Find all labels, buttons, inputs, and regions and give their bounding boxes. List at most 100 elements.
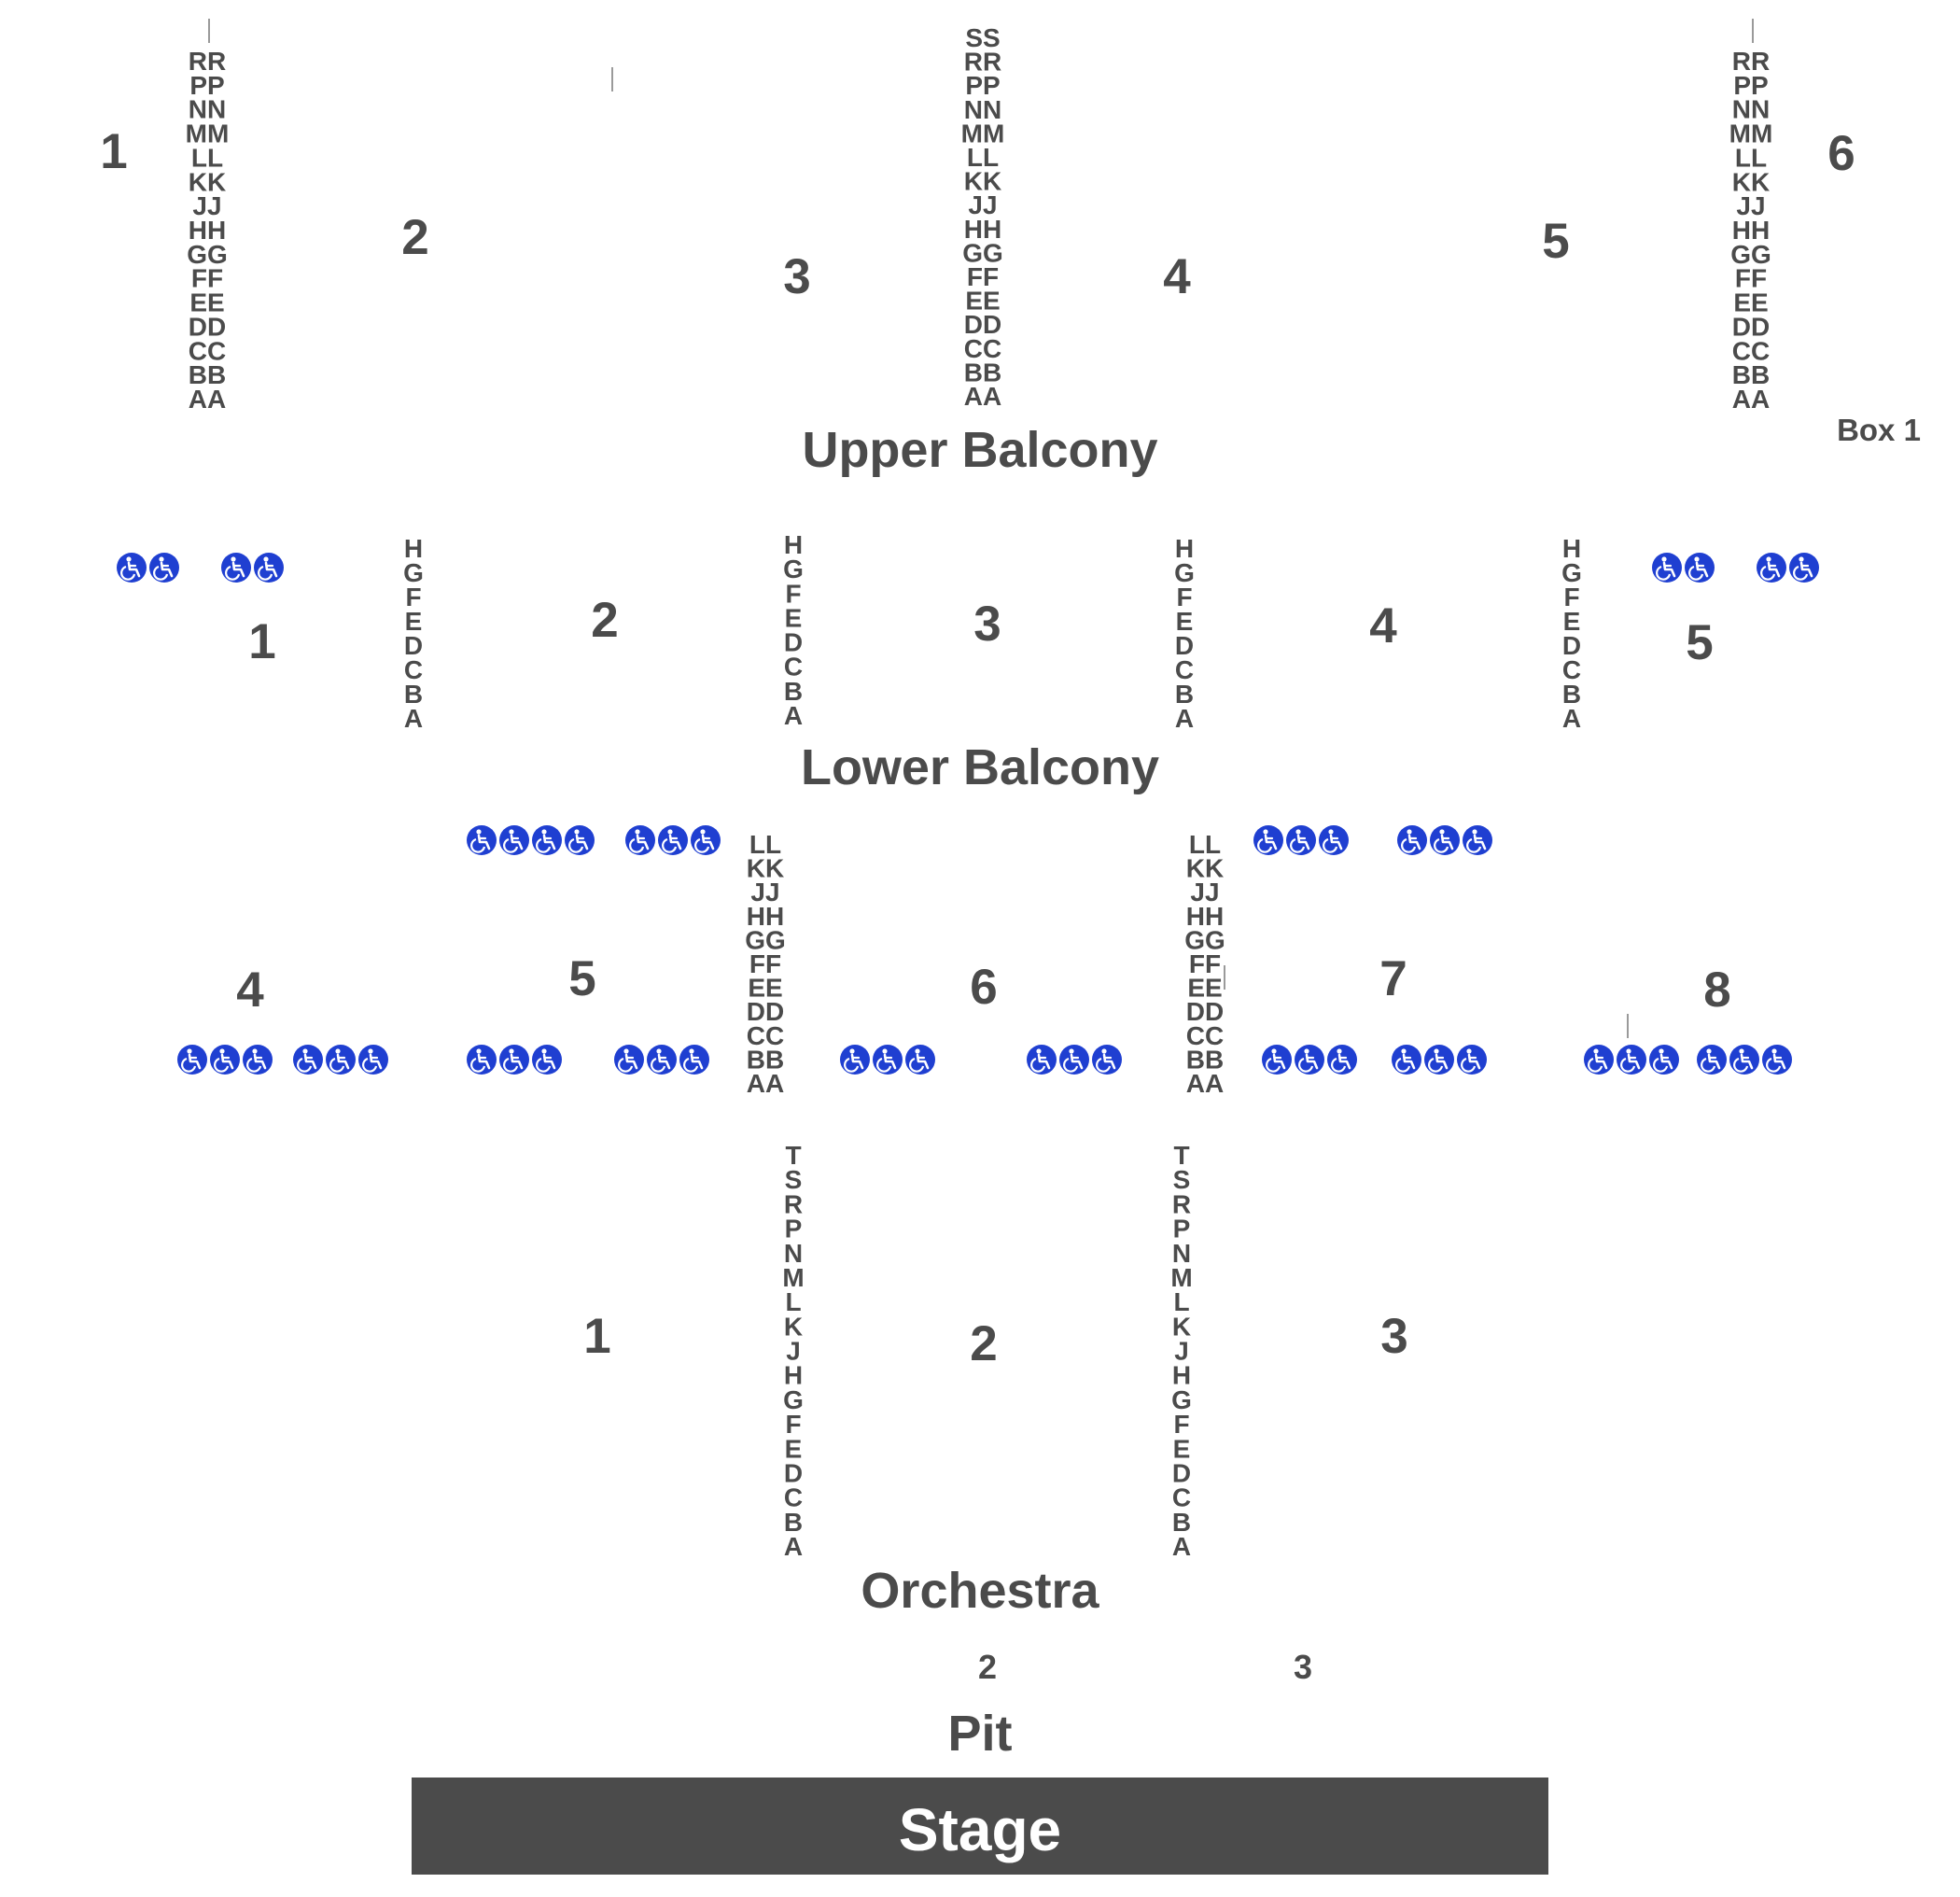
upper-section-2[interactable]: 2 (401, 210, 428, 265)
box-1-label[interactable]: Box 1 (1837, 413, 1921, 447)
wheelchair-icon[interactable] (499, 825, 529, 855)
upper-balcony-center-row-label: FF (967, 262, 999, 291)
lower-section-1[interactable]: 1 (248, 614, 275, 669)
orchestra-section-7[interactable]: 7 (1379, 951, 1407, 1006)
wheelchair-icon[interactable] (293, 1045, 323, 1075)
wheelchair-icon[interactable] (210, 1045, 240, 1075)
wheelchair-icon[interactable] (1286, 825, 1316, 855)
wheelchair-icon[interactable] (614, 1045, 644, 1075)
upper-section-6[interactable]: 6 (1827, 126, 1855, 181)
upper-balcony-right-row-label: LL (1735, 143, 1767, 172)
orchestra-lower-right-row-label: A (1172, 1532, 1191, 1561)
wheelchair-icon[interactable] (873, 1045, 903, 1075)
wheelchair-icon[interactable] (221, 553, 251, 583)
upper-balcony-center-row-label: AA (964, 382, 1001, 411)
upper-balcony-left-row-label: JJ (192, 191, 221, 220)
wheelchair-icon[interactable] (1584, 1045, 1614, 1075)
wheelchair-icon[interactable] (1092, 1045, 1122, 1075)
wheelchair-icon[interactable] (1262, 1045, 1292, 1075)
wheelchair-icon[interactable] (679, 1045, 709, 1075)
lower-balcony-4-row-label: C (1562, 655, 1581, 684)
orchestra-lower-right-row-label: T (1173, 1141, 1189, 1170)
orchestra-section-8[interactable]: 8 (1703, 963, 1730, 1018)
orchestra-section-6[interactable]: 6 (970, 960, 997, 1015)
orchestra-lower-right-row-label: S (1173, 1165, 1191, 1194)
wheelchair-icon[interactable] (1649, 1045, 1679, 1075)
orchestra-lower-right-row-label: L (1173, 1287, 1189, 1316)
wheelchair-icon[interactable] (117, 553, 147, 583)
wheelchair-icon[interactable] (532, 825, 562, 855)
lower-balcony-1-row-label: C (404, 655, 423, 684)
wheelchair-icon[interactable] (254, 553, 284, 583)
wheelchair-icon[interactable] (177, 1045, 207, 1075)
wheelchair-icon[interactable] (565, 825, 595, 855)
wheelchair-icon[interactable] (1430, 825, 1460, 855)
orchestra-section-3[interactable]: 3 (1380, 1309, 1407, 1364)
wheelchair-icon[interactable] (658, 825, 688, 855)
lower-balcony-4-row-label: H (1562, 534, 1581, 563)
wheelchair-icon[interactable] (1397, 825, 1427, 855)
upper-balcony-label: Upper Balcony (802, 422, 1157, 478)
lower-section-4[interactable]: 4 (1369, 598, 1397, 653)
wheelchair-icon[interactable] (467, 1045, 497, 1075)
wheelchair-icon[interactable] (1027, 1045, 1057, 1075)
orchestra-lower-left-row-label: J (786, 1337, 801, 1366)
lower-balcony-3-row-label: E (1176, 607, 1194, 636)
upper-balcony-left-row-label: PP (189, 71, 224, 100)
lower-balcony-4-row-label: G (1561, 558, 1582, 587)
orchestra-section-4[interactable]: 4 (236, 963, 264, 1018)
wheelchair-icon[interactable] (1424, 1045, 1454, 1075)
lower-balcony-3-row-label: A (1175, 704, 1194, 733)
wheelchair-icon[interactable] (467, 825, 497, 855)
upper-section-3[interactable]: 3 (783, 249, 810, 304)
orchestra-upper-left-row-label: CC (747, 1021, 784, 1050)
lower-section-5[interactable]: 5 (1686, 615, 1713, 670)
stage-block (412, 1778, 1548, 1875)
wheelchair-icon[interactable] (1757, 553, 1786, 583)
wheelchair-icon[interactable] (358, 1045, 388, 1075)
wheelchair-icon[interactable] (1652, 553, 1682, 583)
upper-section-5[interactable]: 5 (1542, 214, 1569, 269)
wheelchair-icon[interactable] (1685, 553, 1715, 583)
wheelchair-icon[interactable] (326, 1045, 356, 1075)
orchestra-section-2[interactable]: 2 (970, 1316, 997, 1371)
wheelchair-icon[interactable] (691, 825, 721, 855)
lower-section-3[interactable]: 3 (973, 597, 1001, 652)
wheelchair-icon[interactable] (499, 1045, 529, 1075)
orchestra-section-5[interactable]: 5 (568, 951, 595, 1006)
upper-section-1[interactable]: 1 (100, 124, 127, 179)
wheelchair-icon[interactable] (1319, 825, 1349, 855)
lower-section-2[interactable]: 2 (591, 593, 618, 648)
wheelchair-icon[interactable] (243, 1045, 273, 1075)
wheelchair-icon[interactable] (1327, 1045, 1357, 1075)
wheelchair-icon[interactable] (1729, 1045, 1759, 1075)
wheelchair-icon[interactable] (149, 553, 179, 583)
upper-balcony-center-row-label: LL (967, 143, 999, 172)
orchestra-section-1[interactable]: 1 (583, 1309, 610, 1364)
wheelchair-icon[interactable] (1295, 1045, 1324, 1075)
wheelchair-icon[interactable] (532, 1045, 562, 1075)
lower-balcony-1-row-label: E (405, 607, 423, 636)
wheelchair-icon[interactable] (1463, 825, 1492, 855)
upper-balcony-center-row-label: NN (964, 95, 1001, 124)
lower-balcony-2-row-label: A (784, 701, 803, 730)
wheelchair-icon[interactable] (840, 1045, 870, 1075)
wheelchair-icon[interactable] (1059, 1045, 1089, 1075)
upper-section-4[interactable]: 4 (1163, 249, 1191, 304)
wheelchair-icon[interactable] (1457, 1045, 1487, 1075)
wheelchair-icon[interactable] (1789, 553, 1819, 583)
wheelchair-icon[interactable] (1762, 1045, 1792, 1075)
wheelchair-icon[interactable] (1392, 1045, 1421, 1075)
pit-section-2[interactable]: 2 (978, 1648, 997, 1686)
wheelchair-icon[interactable] (905, 1045, 935, 1075)
pit-section-3[interactable]: 3 (1294, 1648, 1312, 1686)
wheelchair-icon[interactable] (647, 1045, 677, 1075)
orchestra-lower-right-row-label: G (1171, 1385, 1192, 1414)
wheelchair-icon[interactable] (1617, 1045, 1646, 1075)
orchestra-lower-right-row-label: D (1172, 1458, 1191, 1487)
wheelchair-icon[interactable] (1253, 825, 1283, 855)
wheelchair-icon[interactable] (1697, 1045, 1727, 1075)
wheelchair-icon[interactable] (625, 825, 655, 855)
